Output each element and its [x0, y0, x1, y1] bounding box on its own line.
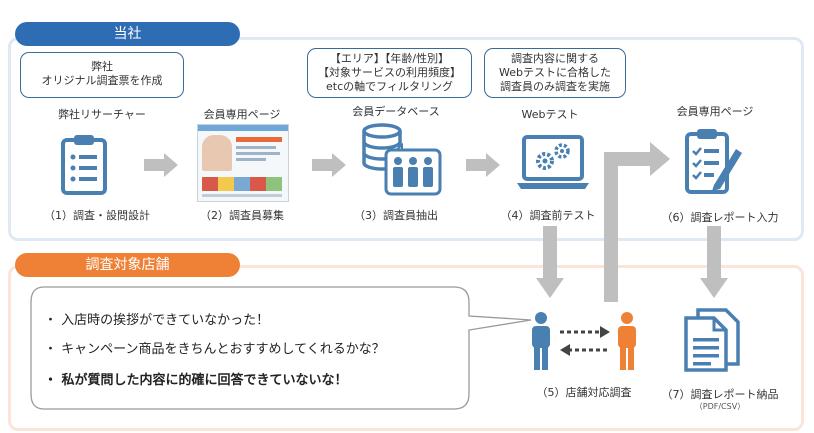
documents-icon [684, 308, 740, 372]
step-6-caption: （6）調査レポート入力 [661, 211, 779, 224]
arrow-step6-to-step7 [700, 226, 728, 298]
store-section-title: 調査対象店舗 [15, 253, 240, 277]
speech-bubble [30, 286, 532, 410]
step-4-caption: （4）調査前テスト [500, 209, 596, 222]
arrow-step5-to-step6 [604, 142, 670, 302]
step-4-label: Webテスト [521, 108, 579, 121]
step-6-label: 会員専用ページ [676, 105, 754, 118]
company-section-panel [8, 37, 804, 241]
step-3-caption: （3）調査員抽出 [354, 209, 438, 222]
step-1-caption: （1）調査・設問設計 [44, 209, 150, 222]
step-7-caption: （7）調査レポート納品 [661, 388, 779, 401]
webpage-screenshot [197, 124, 289, 202]
clipboard-list-icon [61, 135, 107, 195]
step-7-format-note: （PDF/CSV） [694, 402, 746, 411]
filter-note: 【エリア】【年齢/性別】 【対象サービスの利用頻度】 etcの軸でフィルタリング [307, 48, 472, 98]
arrow-step4-to-step5 [536, 226, 564, 298]
database-people-icon [362, 123, 442, 196]
clipboard-check-pen-icon [685, 129, 742, 194]
test-note: 調査内容に関する Webテストに合格した 調査員のみ調査を実施 [484, 48, 626, 98]
arrow-step1-to-step2 [144, 153, 178, 177]
step-2-label: 会員専用ページ [203, 108, 281, 121]
company-note: 弊社 オリジナル調査票を作成 [20, 52, 184, 98]
laptop-gears-icon [517, 135, 589, 189]
step-3-label: 会員データベース [352, 105, 440, 118]
bubble-item-1: ・ 入店時の挨拶ができていなかった！ [44, 313, 270, 328]
bubble-item-2: ・ キャンペーン商品をきちんとおすすめしてくれるかな？ [44, 342, 385, 357]
arrow-step2-to-step3 [312, 153, 346, 177]
store-section-panel [8, 265, 804, 431]
step-5-caption: （5）店舗対応調査 [536, 386, 632, 399]
arrow-step3-to-step4 [466, 153, 500, 177]
company-section-title: 当社 [15, 22, 240, 46]
step-2-caption: （2）調査員募集 [200, 209, 284, 222]
step-1-label: 弊社リサーチャー [58, 108, 146, 121]
bubble-item-3: ・ 私が質問した内容に的確に回答できていないな！ [44, 373, 348, 388]
two-people-exchange-icon [532, 312, 636, 370]
